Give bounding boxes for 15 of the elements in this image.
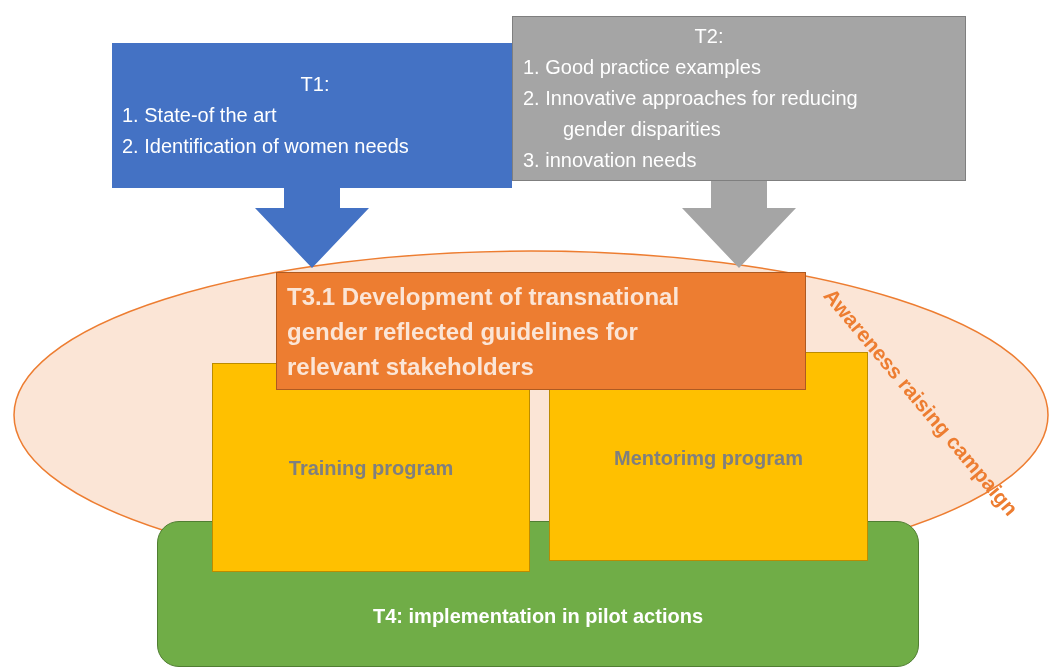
callout-box bbox=[512, 16, 966, 181]
list-item: 3. innovation needs bbox=[523, 148, 698, 173]
box-label: Mentorimg program bbox=[614, 446, 803, 471]
box-label: T4: implementation in pilot actions bbox=[373, 604, 703, 629]
callout-box bbox=[112, 43, 512, 188]
callout-title: T2: bbox=[693, 24, 725, 49]
box-label: Training program bbox=[288, 455, 454, 481]
block-arrow bbox=[682, 181, 796, 268]
callout-title: T1: bbox=[299, 72, 331, 97]
list-item: 2. Identification of women needs bbox=[122, 134, 410, 159]
list-item: 2. Innovative approaches for reducing gender disparities bbox=[523, 86, 859, 142]
list-item: 1. Good practice examples bbox=[523, 55, 762, 80]
box-label: T3.1 Development of transnational gender reflected guidelines for relevant stakeholders bbox=[287, 283, 680, 380]
block-arrow bbox=[255, 188, 369, 268]
list-item: 1. State-of the art bbox=[122, 103, 278, 128]
